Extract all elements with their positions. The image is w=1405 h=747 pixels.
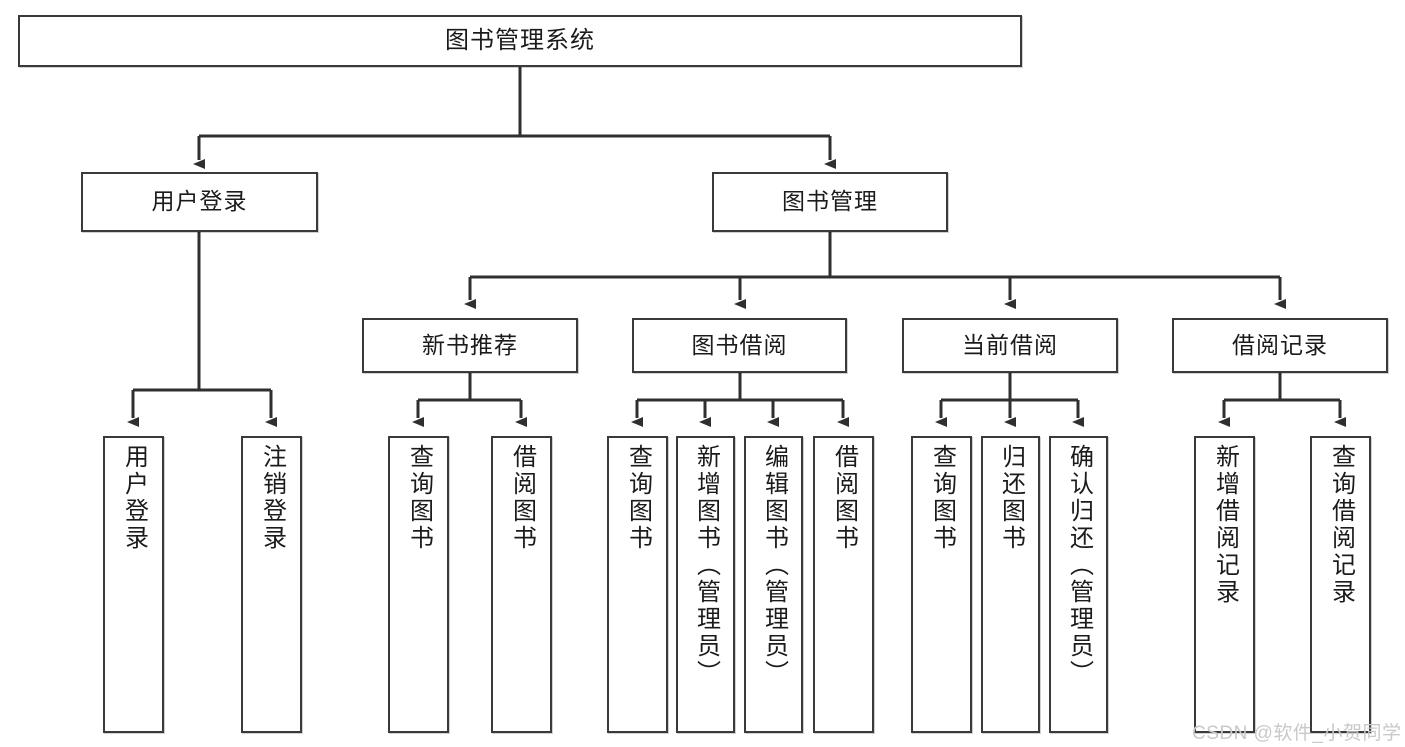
node-user-login[interactable]: 用户登录 xyxy=(81,172,318,232)
node-current-borrow[interactable]: 当前借阅 xyxy=(902,318,1118,373)
leaf-logout[interactable]: 注销登录 xyxy=(241,436,302,733)
node-label: 查询图书 xyxy=(928,444,956,552)
node-label: 用户登录 xyxy=(120,444,148,552)
leaf-query-record[interactable]: 查询借阅记录 xyxy=(1310,436,1371,733)
leaf-query-book-3[interactable]: 查询图书 xyxy=(911,436,972,733)
node-label: 注销登录 xyxy=(258,444,286,552)
node-label: 图书管理系统 xyxy=(445,26,595,54)
node-label: 新增图书（管理员） xyxy=(692,444,720,687)
leaf-add-record[interactable]: 新增借阅记录 xyxy=(1194,436,1255,733)
node-label: 归还图书 xyxy=(997,444,1025,552)
node-label: 查询图书 xyxy=(405,444,433,552)
node-book-manage[interactable]: 图书管理 xyxy=(712,172,948,232)
node-label: 当前借阅 xyxy=(962,331,1058,358)
leaf-query-book-1[interactable]: 查询图书 xyxy=(388,436,449,733)
node-new-book-rec[interactable]: 新书推荐 xyxy=(362,318,578,373)
leaf-edit-book[interactable]: 编辑图书（管理员） xyxy=(744,436,803,733)
node-book-borrow[interactable]: 图书借阅 xyxy=(632,318,847,373)
node-label: 借阅图书 xyxy=(830,444,858,552)
csdn-watermark: CSDN @软件_小贺同学 xyxy=(1192,723,1402,744)
leaf-query-book-2[interactable]: 查询图书 xyxy=(607,436,668,733)
node-label: 新书推荐 xyxy=(422,331,518,358)
leaf-borrow-book-1[interactable]: 借阅图书 xyxy=(491,436,552,733)
leaf-borrow-book-2[interactable]: 借阅图书 xyxy=(813,436,874,733)
node-label: 编辑图书（管理员） xyxy=(760,444,788,687)
node-label: 确认归还（管理员） xyxy=(1065,444,1093,687)
node-label: 新增借阅记录 xyxy=(1211,444,1239,606)
leaf-add-book[interactable]: 新增图书（管理员） xyxy=(676,436,735,733)
node-label: 图书借阅 xyxy=(691,331,788,358)
node-label: 查询图书 xyxy=(624,444,652,552)
leaf-confirm-return[interactable]: 确认归还（管理员） xyxy=(1049,436,1108,733)
node-label: 查询借阅记录 xyxy=(1327,444,1355,606)
node-borrow-record[interactable]: 借阅记录 xyxy=(1172,318,1388,373)
leaf-user-login[interactable]: 用户登录 xyxy=(103,436,164,733)
leaf-return-book[interactable]: 归还图书 xyxy=(981,436,1040,733)
node-label: 用户登录 xyxy=(151,188,248,215)
node-label: 图书管理 xyxy=(782,188,878,215)
node-label: 借阅图书 xyxy=(508,444,536,552)
node-label: 借阅记录 xyxy=(1232,331,1328,358)
node-root-system[interactable]: 图书管理系统 xyxy=(18,15,1022,67)
